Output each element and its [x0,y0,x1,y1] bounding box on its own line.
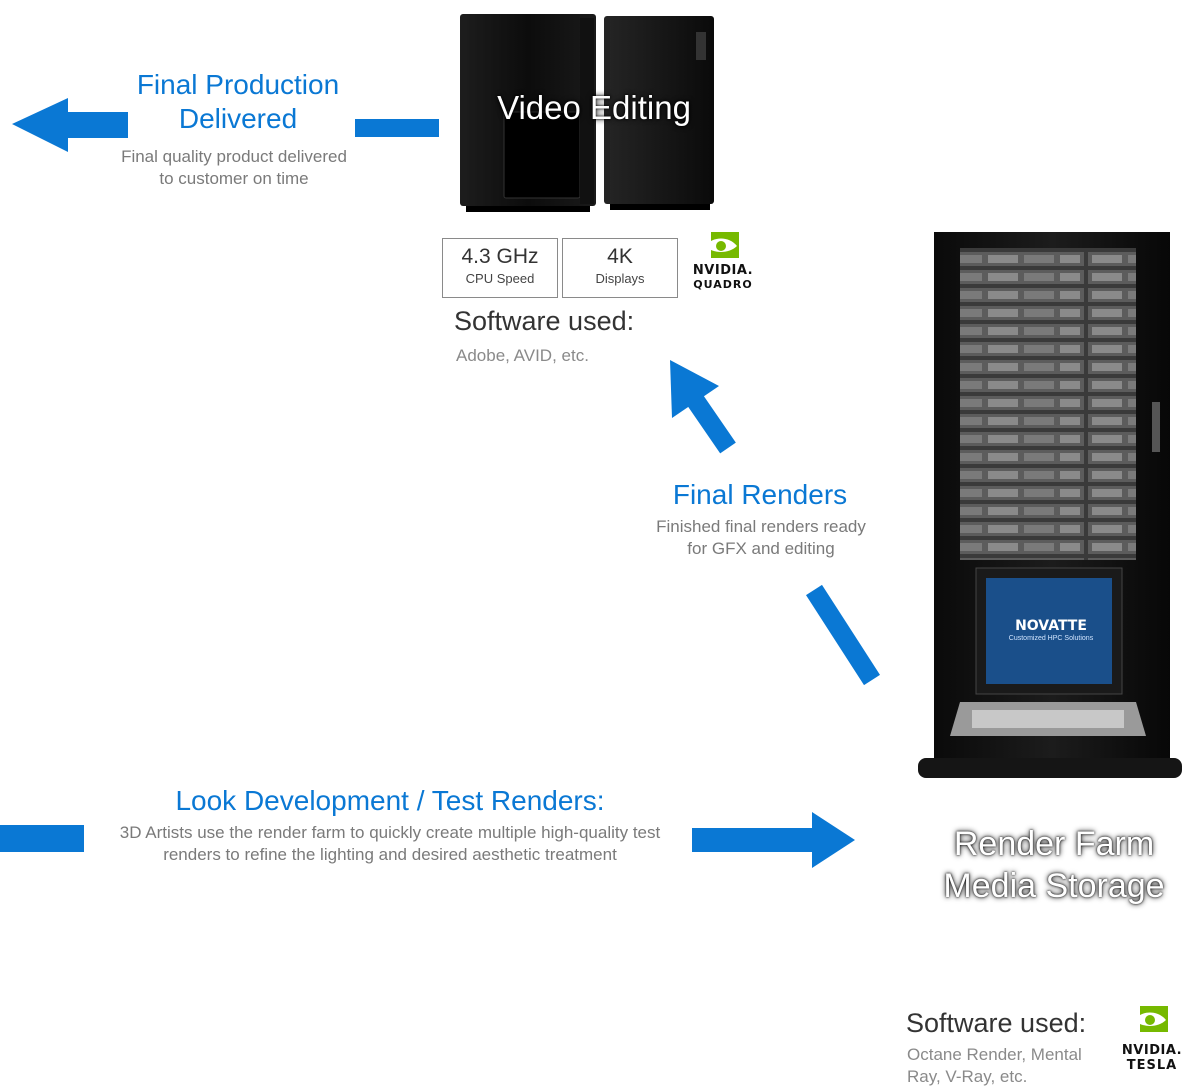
spec-displays: 4K Displays [562,238,678,298]
arrow-shaft-final-renders [687,394,736,454]
video-editing-label: Video Editing [497,89,691,126]
render-farm-software-list: Octane Render, Mental Ray, V-Ray, etc. [907,1045,1082,1086]
nvidia-tesla-product: TESLA [1126,1058,1178,1073]
arrow-to-render-farm [692,812,855,868]
nvidia-eye-icon [1134,1006,1168,1032]
novatte-logo-tagline: Customized HPC Solutions [1008,635,1094,642]
render-farm-rack-image [918,232,1182,778]
video-editing-software-list: Adobe, AVID, etc. [456,346,589,365]
arrow-head-final-renders [670,360,719,418]
nvidia-quadro-brand: NVIDIA. [692,263,754,278]
final-renders-title: Final Renders [672,479,848,510]
arrow-segment-lookdev-in [0,825,84,852]
render-farm-software-title: Software used: [906,1008,1087,1038]
look-dev-title: Look Development / Test Renders: [175,785,605,816]
nvidia-tesla-brand: NVIDIA. [1121,1043,1183,1058]
render-farm-label-line2: Media Storage [943,867,1165,905]
look-dev-description: 3D Artists use the render farm to quickl… [119,823,661,864]
final-production-title: Final Production Delivered [136,69,340,134]
arrow-to-customer [12,98,128,152]
nvidia-tesla-logo: NVIDIA. TESLA [1116,1006,1188,1090]
final-renders-description: Finished final renders ready for GFX and… [656,517,866,558]
render-farm-label-line1: Render Farm [953,825,1155,863]
novatte-screen-logo: NOVATTE Customized HPC Solutions [990,618,1112,643]
spec-displays-label: Displays [595,271,645,286]
spec-cpu-speed: 4.3 GHz CPU Speed [442,238,558,298]
nvidia-eye-icon [705,232,739,258]
nvidia-quadro-logo: NVIDIA. QUADRO [686,232,760,296]
video-editing-software-title: Software used: [454,306,635,336]
arrow-segment-editing-out [355,119,439,137]
final-production-description: Final quality product delivered to custo… [121,147,347,188]
nvidia-quadro-product: QUADRO [693,278,753,291]
workstation-image [460,14,714,212]
spec-cpu-label: CPU Speed [465,271,535,286]
spec-cpu-value: 4.3 GHz [461,245,539,268]
arrow-segment-from-farm [806,584,880,686]
spec-displays-value: 4K [607,245,633,268]
novatte-logo-text: NOVATTE [1015,618,1087,634]
